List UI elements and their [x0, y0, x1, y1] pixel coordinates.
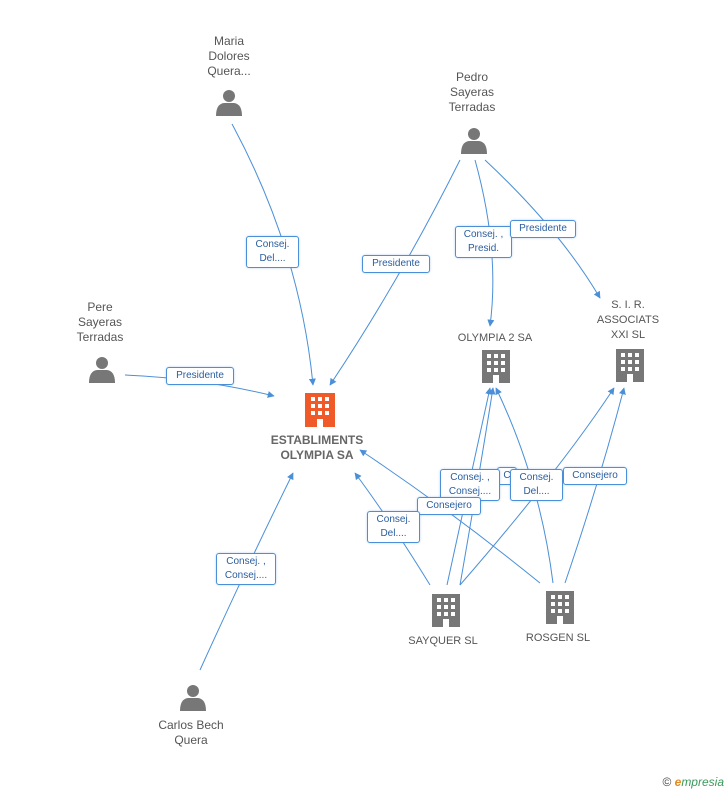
building-icon-sayquer[interactable] [432, 594, 460, 627]
person-icon-pere[interactable] [89, 357, 115, 383]
building-icon-main[interactable] [305, 393, 335, 427]
node-label-sir[interactable]: S. I. R. ASSOCIATS XXI SL [596, 299, 660, 341]
watermark[interactable]: © empresia [662, 775, 724, 789]
edge-label-sayquer-main[interactable]: Consej. Del.... [367, 511, 420, 543]
person-icon-pedro[interactable] [461, 128, 487, 154]
node-label-sayquer[interactable]: SAYQUER SL [408, 635, 478, 647]
edge-label-sayquer-olympia2[interactable]: Consej. , Consej.... [440, 469, 500, 501]
brand-name: mpresia [681, 775, 724, 789]
empresia-logo-icon: e [674, 775, 682, 789]
edge-label-pedro-main[interactable]: Presidente [362, 255, 430, 273]
node-label-maria[interactable]: Maria Dolores Quera... [207, 34, 251, 78]
edge-label-rosgen-sir[interactable]: Consejero [563, 467, 627, 485]
edge-label-maria-main[interactable]: Consej. Del.... [246, 236, 299, 268]
edge-label-carlos-main[interactable]: Consej. , Consej.... [216, 553, 276, 585]
building-icon-olympia2[interactable] [482, 350, 510, 383]
node-label-rosgen[interactable]: ROSGEN SL [525, 632, 591, 644]
edge-label-pedro-sir[interactable]: Presidente [510, 220, 576, 238]
building-icon-sir[interactable] [616, 349, 644, 382]
node-label-main[interactable]: ESTABLIMENTS OLYMPIA SA [270, 433, 364, 462]
person-icon-carlos[interactable] [180, 685, 206, 711]
node-label-olympia2[interactable]: OLYMPIA 2 SA [457, 332, 533, 344]
edge-label-rosgen-main[interactable]: Consejero [417, 497, 481, 515]
node-label-pere[interactable]: Pere Sayeras Terradas [76, 300, 124, 344]
building-icon-rosgen[interactable] [546, 591, 574, 624]
copyright-symbol: © [662, 775, 672, 789]
edge-label-pere-main[interactable]: Presidente [166, 367, 234, 385]
edge-label-pedro-olympia2[interactable]: Consej. , Presid. [455, 226, 512, 258]
node-label-carlos[interactable]: Carlos Bech Quera [158, 718, 224, 747]
person-icon-maria[interactable] [216, 90, 242, 116]
edge-label-rosgen-olympia2[interactable]: Consej. Del.... [510, 469, 563, 501]
node-label-pedro[interactable]: Pedro Sayeras Terradas [448, 70, 496, 114]
edge-pedro-main [329, 159, 461, 386]
